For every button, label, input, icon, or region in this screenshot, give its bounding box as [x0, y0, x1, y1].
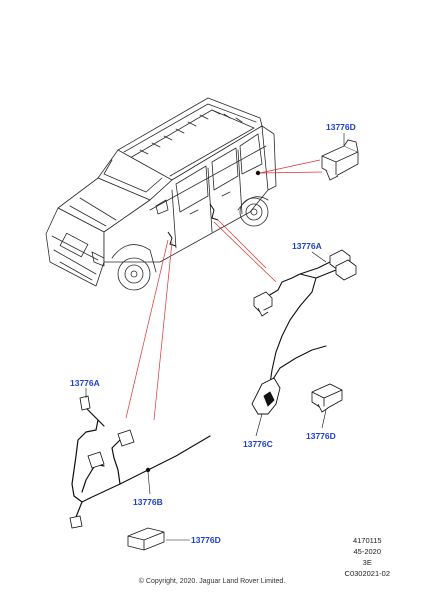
callout-13776C: 13776C [243, 439, 273, 449]
callout-13776D-top: 13776D [326, 122, 356, 132]
part-13776A-left-connectors [69, 395, 151, 529]
callout-13776A-left: 13776A [70, 378, 100, 388]
part-13776D-top [321, 139, 359, 181]
callout-leaders [85, 133, 345, 541]
leader-line-a-mid-2 [217, 219, 267, 269]
callout-13776D-right: 13776D [306, 431, 336, 441]
leader-line-d-top-2 [259, 171, 323, 174]
illustration-reference-block: 4170115 45-2020 3E C0302021-02 [345, 535, 390, 579]
leader-line-d-top [259, 159, 321, 174]
callout-13776D-bottom: 13776D [191, 535, 221, 545]
callout-leader-d-right [321, 409, 327, 429]
part-13776A-mid-harness [255, 261, 337, 385]
vehicle-harness-marks [167, 203, 219, 247]
reference-line-3: 3E [362, 558, 372, 567]
vehicle-illustration [45, 97, 277, 291]
harness-mark-front-door [167, 231, 177, 247]
leader-lines [125, 159, 323, 421]
leader-line-left-1 [125, 239, 169, 419]
callout-leader-a-mid [311, 251, 327, 263]
part-13776C [251, 377, 281, 415]
leader-line-a-mid [213, 221, 277, 283]
callout-13776A-mid: 13776A [292, 241, 322, 251]
part-13776D-bottom [127, 527, 165, 551]
callout-leader-c [255, 413, 263, 437]
callout-13776B: 13776B [133, 497, 163, 507]
reference-line-2: 45-2020 [353, 547, 382, 556]
part-13776A-connectors [253, 249, 357, 317]
sensor-location-markers [255, 170, 261, 176]
harness-mark-rear-door [209, 203, 219, 221]
copyright-notice: © Copyright, 2020. Jaguar Land Rover Lim… [138, 578, 286, 585]
part-13776D-right [311, 383, 343, 413]
reference-line-4: C0302021-02 [344, 569, 390, 578]
callout-leader-b [147, 471, 151, 495]
leader-line-left-2 [153, 241, 173, 421]
reference-line-1: 4170115 [352, 536, 382, 545]
marker-dot-rear [255, 170, 261, 176]
